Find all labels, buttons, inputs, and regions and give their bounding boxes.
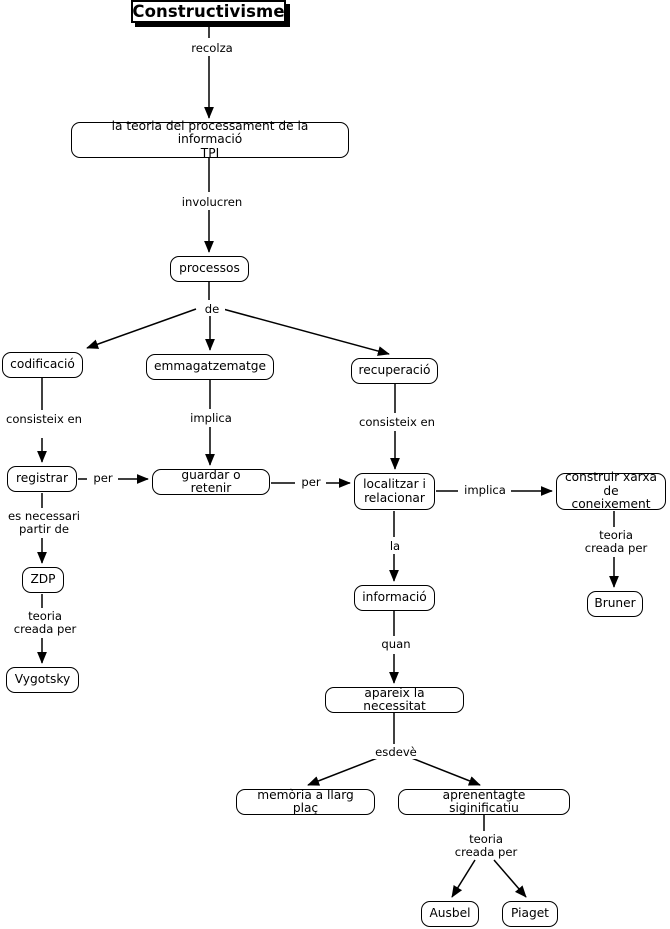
edge-label-la: la xyxy=(384,540,406,553)
node-ausbel[interactable]: Ausbel xyxy=(421,901,479,927)
node-vygotsky[interactable]: Vygotsky xyxy=(6,667,79,693)
node-tpi[interactable]: la teoria del processament de la informa… xyxy=(71,119,349,160)
edge-label-quan: quan xyxy=(377,638,415,651)
node-zdp[interactable]: ZDP xyxy=(22,567,64,593)
node-localitzar-i-relacionar[interactable]: localitzar i relacionar xyxy=(354,473,435,510)
node-aprenentatge-significatiu[interactable]: aprenentagte siginificatiu xyxy=(398,788,570,815)
node-guardar-o-retenir[interactable]: guardar o retenir xyxy=(152,468,270,495)
node-recuperacio[interactable]: recuperació xyxy=(351,358,438,384)
edge-label-per-registrar-guardar: per xyxy=(88,472,118,485)
edge-label-per-guardar-localitzar: per xyxy=(296,476,326,489)
edge-teoria-ausbel xyxy=(451,859,476,898)
node-codificacio[interactable]: codificació xyxy=(2,352,83,378)
edge-label-consisteix-en-codificacio: consisteix en xyxy=(0,413,88,426)
node-memoria-a-llarg-plac[interactable]: memòria a llarg plaç xyxy=(236,788,375,815)
node-piaget[interactable]: Piaget xyxy=(502,901,558,927)
edge-label-esdeve: esdevè xyxy=(369,746,423,759)
node-constructivisme[interactable]: Constructivisme xyxy=(131,0,286,23)
node-registrar[interactable]: registrar xyxy=(7,466,77,492)
edge-de-codificacio xyxy=(86,308,197,349)
node-construir-xarxa-de-coneixement[interactable]: construir xarxa de coneixement xyxy=(556,471,666,511)
edge-de-recuperacio xyxy=(222,308,390,356)
edge-label-involucren: involucren xyxy=(176,196,248,209)
edge-esdeve-memoria xyxy=(307,756,381,786)
node-emmagatzematge[interactable]: emmagatzematge xyxy=(146,354,274,380)
edge-label-teoria-creada-per-bruner: teoria creada per xyxy=(577,529,655,555)
edge-label-implica-localitzar-construir: implica xyxy=(459,484,511,497)
node-bruner[interactable]: Bruner xyxy=(587,591,643,617)
edge-esdeve-aprenentatge xyxy=(408,756,481,786)
node-apareix-la-necessitat[interactable]: apareix la necessitat xyxy=(325,686,464,713)
edge-label-recolza: recolza xyxy=(184,42,240,55)
node-processos[interactable]: processos xyxy=(170,256,249,282)
edge-label-es-necessari-partir-de: es necessari partir de xyxy=(0,510,88,536)
node-informacio[interactable]: informació xyxy=(354,585,435,611)
edge-label-consisteix-en-recuperacio: consisteix en xyxy=(353,416,441,429)
edge-label-teoria-creada-per-aprenentatge: teoria creada per xyxy=(447,833,525,859)
edge-label-de: de xyxy=(199,303,225,316)
edge-label-teoria-creada-per-vygotsky: teoria creada per xyxy=(6,610,84,636)
edge-label-implica-emmagatzematge: implica xyxy=(184,412,238,425)
edge-teoria-piaget xyxy=(493,859,527,898)
